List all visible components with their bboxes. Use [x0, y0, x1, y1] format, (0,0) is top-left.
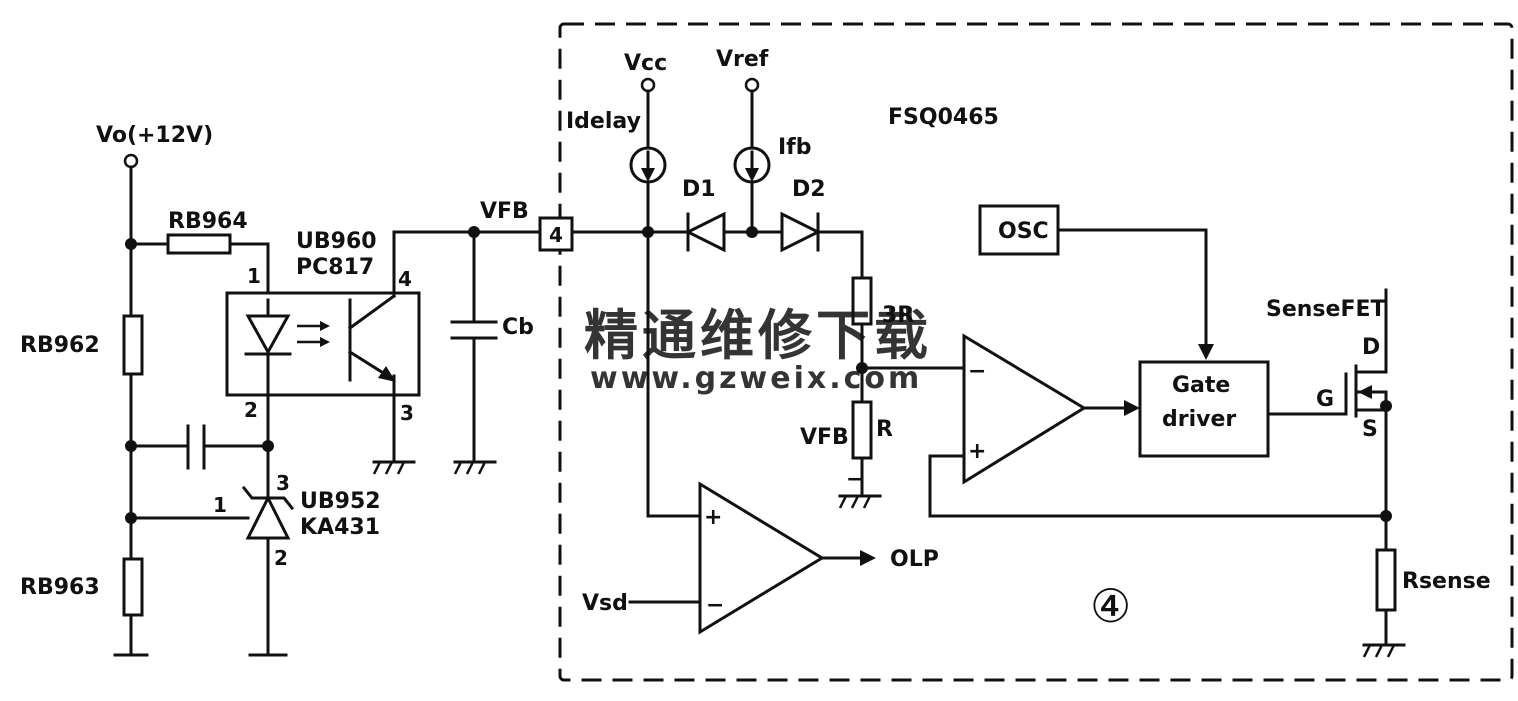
label-comp-minus: −	[968, 359, 986, 384]
label-r: R	[876, 417, 893, 442]
olp-comparator	[698, 481, 825, 635]
vcc-terminal	[640, 77, 656, 93]
pin-shunt-3: 3	[276, 471, 290, 495]
vo-terminal	[123, 153, 139, 169]
label-cb: Cb	[502, 315, 534, 340]
label-rb963: RB963	[20, 575, 100, 600]
label-fsq0465: FSQ0465	[888, 105, 999, 130]
feedback-network	[113, 153, 295, 657]
ic-boundary	[558, 22, 1514, 682]
pin-opto-2: 2	[244, 398, 258, 422]
diode-d2	[780, 211, 822, 253]
labels: Vo(+12V) RB964 RB962 RB963 UB960 PC817 1…	[20, 47, 1491, 633]
label-pin4: 4	[549, 223, 563, 247]
label-vo: Vo(+12V)	[96, 123, 213, 148]
label-d1: D1	[682, 177, 716, 202]
label-g-pin: G	[1316, 387, 1334, 412]
gate-driver-block	[1138, 360, 1270, 458]
watermark-cn: 精通维修下载	[584, 304, 932, 367]
label-d-pin: D	[1362, 335, 1380, 360]
label-d2: D2	[792, 177, 826, 202]
label-vcc: Vcc	[624, 51, 667, 76]
label-driver: driver	[1162, 407, 1236, 432]
label-ka431: KA431	[300, 515, 380, 540]
shunt-regulator-ka431	[245, 494, 291, 540]
pin-opto-3: 3	[400, 401, 414, 425]
label-comp-plus: +	[968, 439, 986, 464]
label-osc: OSC	[998, 219, 1049, 244]
pin-opto-1: 1	[247, 264, 261, 288]
vfb-node	[450, 216, 574, 464]
pwm-comparator	[962, 333, 1087, 485]
label-figure-number: ④	[1090, 579, 1131, 633]
ic-pin-4	[538, 216, 574, 252]
label-olp-minus: −	[706, 593, 724, 618]
label-olp: OLP	[890, 547, 939, 572]
vref-terminal	[744, 77, 760, 93]
label-pc817: PC817	[296, 255, 374, 280]
optocoupler-pc817	[225, 230, 476, 464]
resistor-r	[851, 400, 873, 460]
resistor-rb964	[166, 233, 232, 255]
label-ub960: UB960	[296, 229, 377, 254]
ground-symbols	[372, 460, 1406, 658]
label-3r: 3R	[882, 303, 914, 328]
resistor-rsense	[1375, 548, 1397, 612]
label-vfb-top: VFB	[480, 199, 529, 224]
label-gate: Gate	[1172, 373, 1230, 398]
pin-shunt-2: 2	[274, 546, 288, 570]
resistor-rb962	[122, 314, 144, 376]
label-idelay: Idelay	[566, 109, 641, 134]
label-ub952: UB952	[300, 489, 381, 514]
label-sensefet: SenseFET	[1266, 297, 1386, 322]
ic-internals	[570, 77, 1397, 647]
label-rb962: RB962	[20, 333, 100, 358]
resistor-rb963	[122, 557, 144, 617]
label-minus-mark: −	[846, 467, 864, 492]
watermark-url: www.gzweix.com	[590, 361, 922, 396]
label-rb964: RB964	[168, 209, 248, 234]
pin-shunt-1: 1	[213, 493, 227, 517]
label-vref: Vref	[716, 47, 769, 72]
label-olp-plus: +	[704, 505, 722, 530]
watermark: 精通维修下载 www.gzweix.com	[584, 304, 932, 396]
label-vsd: Vsd	[582, 591, 628, 616]
label-vfb-r: VFB	[800, 425, 849, 450]
label-ifb: Ifb	[778, 135, 812, 160]
diode-d1	[684, 211, 726, 253]
pin-opto-4: 4	[398, 267, 412, 291]
label-s-pin: S	[1362, 417, 1378, 442]
label-rsense: Rsense	[1402, 569, 1491, 594]
